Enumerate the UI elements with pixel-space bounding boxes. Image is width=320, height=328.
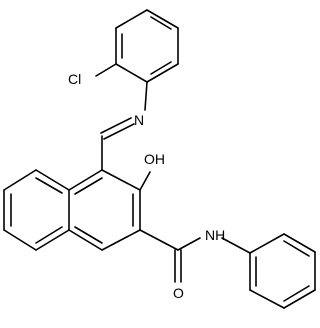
naphthalene-left-ring — [3, 169, 70, 251]
amide-hydrogen-label: H — [215, 227, 225, 243]
chlorine-label: Cl — [68, 71, 81, 87]
hydroxyl-label: OH — [144, 151, 165, 167]
n-phenyl-ring — [249, 233, 316, 309]
imine-double-bond — [100, 117, 135, 140]
naphthalene-right-ring — [68, 169, 141, 251]
amide-group — [139, 229, 251, 283]
imine-nitrogen-label: N — [134, 112, 144, 128]
carbonyl-oxygen-label: O — [173, 285, 184, 301]
aryl-imine-n-bond — [144, 81, 148, 111]
c-cl-bond — [95, 63, 117, 77]
amide-nitrogen-label: NH — [205, 227, 225, 243]
c3-oh-bond — [139, 171, 151, 191]
chlorophenyl-ring — [115, 9, 179, 83]
